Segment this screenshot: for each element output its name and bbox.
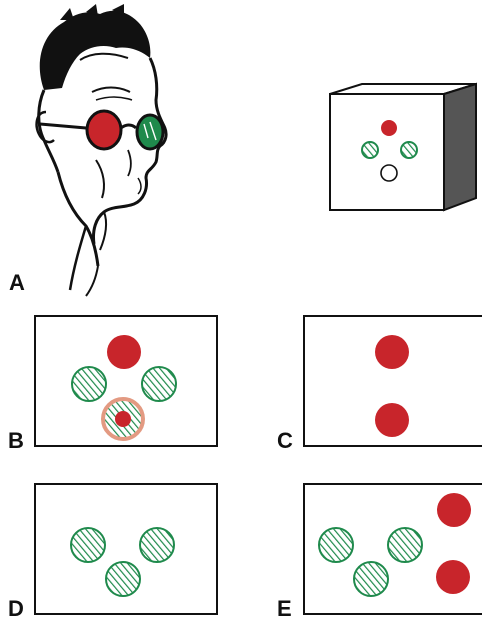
panel-e-red-dot-top bbox=[437, 493, 471, 527]
panel-label-b: B bbox=[8, 428, 24, 453]
hair bbox=[39, 10, 151, 91]
panel-d-green-dot-left bbox=[70, 527, 106, 563]
panel-b-fused-dot-center bbox=[115, 411, 131, 427]
panel-label-a: A bbox=[9, 270, 25, 295]
dots-layer bbox=[70, 120, 471, 597]
glasses-bridge bbox=[120, 123, 138, 130]
panel-b-green-dot-left bbox=[71, 366, 107, 402]
panel-e-green-dot-bottom bbox=[353, 561, 389, 597]
panel-d-green-dot-bottom bbox=[105, 561, 141, 597]
panel-b-green-dot-right bbox=[141, 366, 177, 402]
device-red-dot bbox=[381, 120, 397, 136]
collar bbox=[68, 225, 88, 291]
panel-d-frame bbox=[34, 483, 218, 615]
device-green-dot-left bbox=[361, 141, 379, 159]
face-profile bbox=[92, 57, 168, 245]
panel-e-green-dot-right bbox=[387, 527, 423, 563]
panel-d-green-dot-right bbox=[139, 527, 175, 563]
glasses-temple-arm bbox=[39, 122, 87, 130]
panel-e-green-dot-left bbox=[318, 527, 354, 563]
panel-b-frame bbox=[34, 315, 218, 447]
ear bbox=[35, 110, 55, 144]
panel-e-red-dot-bottom bbox=[436, 560, 470, 594]
box-side bbox=[443, 82, 477, 212]
green-lens bbox=[135, 113, 165, 151]
panel-e-frame bbox=[303, 483, 482, 615]
panel-c-red-dot-top bbox=[375, 335, 409, 369]
device-illustration bbox=[329, 82, 477, 212]
panel-c-red-dot-bottom bbox=[375, 403, 409, 437]
red-lens bbox=[85, 109, 123, 151]
panel-label-c: C bbox=[277, 428, 293, 453]
device-white-dot bbox=[380, 164, 398, 182]
box-front bbox=[329, 93, 445, 211]
viewer-illustration bbox=[35, 4, 168, 297]
panel-c-frame bbox=[303, 315, 482, 447]
device-green-dot-right bbox=[400, 141, 418, 159]
panel-b-red-dot bbox=[107, 335, 141, 369]
panel-label-e: E bbox=[277, 596, 292, 621]
panel-label-d: D bbox=[8, 596, 24, 621]
